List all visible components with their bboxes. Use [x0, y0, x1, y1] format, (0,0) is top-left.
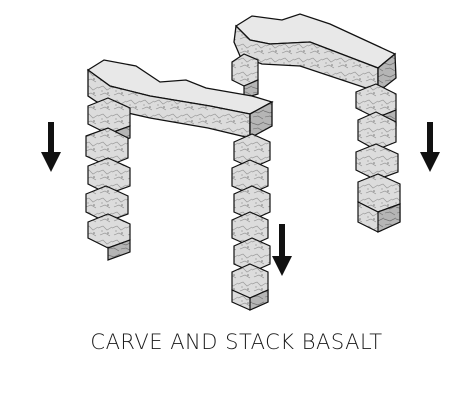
basalt-structure-illustration: [41, 13, 440, 311]
connector-block-stone: [231, 53, 259, 99]
caption-text: CARVE AND STACK BASALT: [90, 330, 383, 354]
left-column-stones: [85, 97, 131, 261]
back-lintel-stone: [233, 13, 397, 94]
down-arrow-icon: [420, 122, 440, 172]
right-column-stones: [355, 83, 401, 233]
down-arrow-icon: [272, 224, 292, 276]
down-arrow-icon: [41, 122, 61, 172]
front-lintel-stone: [86, 59, 274, 140]
center-column-stones: [231, 133, 271, 311]
